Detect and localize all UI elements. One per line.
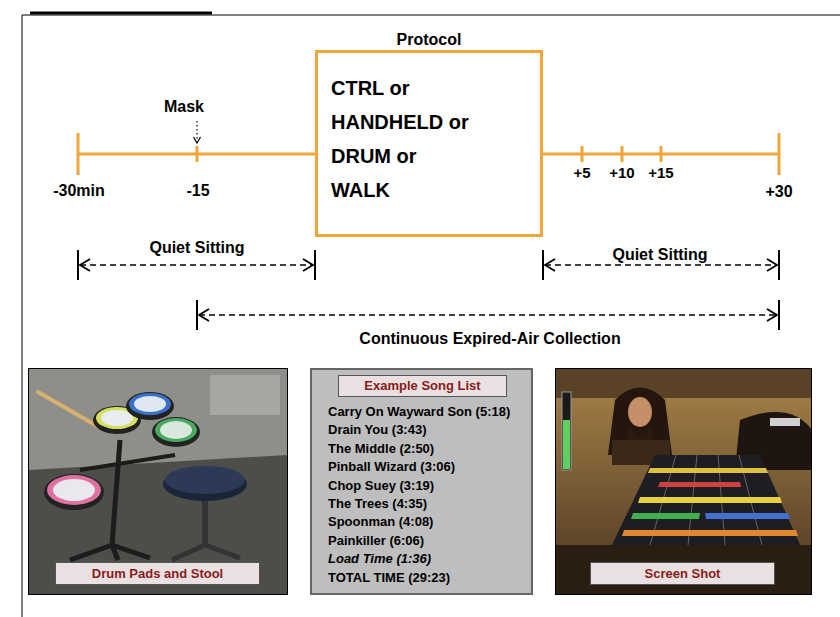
caption-box: Screen Shot bbox=[590, 562, 775, 585]
time-label: -15 bbox=[186, 182, 209, 200]
screen-top bbox=[556, 369, 811, 398]
time-label: -30min bbox=[53, 182, 105, 200]
protocol-option: HANDHELD or bbox=[331, 110, 469, 134]
photo-frame bbox=[556, 369, 812, 595]
frame-line bbox=[22, 15, 840, 16]
drum-pad-face bbox=[53, 479, 95, 501]
stool-seat bbox=[163, 467, 247, 501]
drum-pad bbox=[152, 417, 200, 447]
song-entry: Spoonman (4:08) bbox=[328, 514, 433, 530]
song-entry: Chop Suey (3:19) bbox=[328, 478, 434, 494]
mask-pointer bbox=[196, 121, 197, 141]
note-bar bbox=[638, 497, 782, 503]
drummer-beard bbox=[628, 425, 652, 440]
timeline-tick bbox=[621, 146, 624, 162]
drum-pad-rim bbox=[47, 475, 101, 505]
drum-pad bbox=[44, 474, 104, 510]
drum-pad bbox=[126, 392, 174, 420]
drum-pad-rim bbox=[129, 393, 171, 415]
caption-text: Screen Shot bbox=[645, 566, 721, 582]
caption-box: Drum Pads and Stool bbox=[55, 562, 260, 585]
span-arrowhead bbox=[767, 259, 777, 271]
span-arrowhead bbox=[303, 259, 313, 271]
shirt-text bbox=[770, 418, 800, 426]
stool-leg bbox=[172, 545, 205, 560]
screen-background bbox=[556, 369, 811, 594]
note-bar bbox=[631, 513, 700, 519]
caption-text: Example Song List bbox=[364, 378, 480, 394]
mask-arrowhead bbox=[194, 137, 201, 143]
span-arrow bbox=[80, 264, 313, 266]
time-label: +30 bbox=[765, 183, 792, 201]
event-label: Mask bbox=[164, 98, 204, 116]
protocol-option: CTRL or bbox=[331, 76, 410, 100]
protocol-box: ProtocolCTRL orHANDHELD orDRUM orWALK bbox=[315, 50, 543, 237]
song-entry: Load Time (1:36) bbox=[328, 551, 431, 567]
drum-stand bbox=[80, 455, 175, 470]
drum-stand bbox=[112, 440, 120, 545]
song-entry: Drain You (3:43) bbox=[328, 422, 426, 438]
timeline-tick bbox=[196, 146, 199, 162]
song-entry: The Trees (4:35) bbox=[328, 496, 427, 512]
drum-stand bbox=[70, 545, 112, 560]
photo-frame bbox=[29, 369, 288, 595]
song-entry: The Middle (2:50) bbox=[328, 441, 434, 457]
drum-pad-face bbox=[134, 396, 166, 412]
timeline-tick bbox=[77, 133, 80, 175]
drummer-face bbox=[628, 397, 652, 427]
screen-bottom bbox=[556, 545, 811, 594]
note-highway bbox=[612, 455, 800, 545]
song-entry: Pinball Wizard (3:06) bbox=[328, 459, 455, 475]
timeline-tick bbox=[660, 146, 663, 162]
drum-stand bbox=[112, 545, 118, 560]
photo-furniture bbox=[210, 375, 280, 415]
time-label: +15 bbox=[648, 164, 673, 182]
span-arrow bbox=[545, 264, 777, 266]
song-list-panel: Carry On Wayward Son (5:18) Drain You (3:… bbox=[310, 368, 533, 595]
drum-pad-face bbox=[160, 421, 192, 439]
frame-line bbox=[22, 15, 23, 617]
header-rule bbox=[30, 12, 212, 15]
protocol-option: WALK bbox=[331, 178, 390, 202]
phase-label: Continuous Expired-Air Collection bbox=[359, 330, 620, 348]
note-bar bbox=[705, 513, 790, 519]
drum-photo bbox=[29, 369, 287, 594]
drum-pad-face bbox=[101, 410, 133, 426]
drumstick bbox=[38, 392, 104, 430]
protocol-option: DRUM or bbox=[331, 144, 417, 168]
meter bbox=[562, 392, 571, 470]
time-label: +10 bbox=[609, 164, 634, 182]
note-bar bbox=[648, 468, 768, 473]
song-entry: TOTAL TIME (29:23) bbox=[328, 570, 450, 586]
span-arrowhead bbox=[767, 309, 777, 321]
phase-label: Quiet Sitting bbox=[612, 246, 707, 264]
phase-label: Quiet Sitting bbox=[149, 239, 244, 257]
song-entry: Painkiller (6:06) bbox=[328, 533, 424, 549]
span-arrowhead bbox=[199, 309, 209, 321]
meter-fill bbox=[563, 420, 570, 469]
time-label: +5 bbox=[573, 164, 590, 182]
photo-floor bbox=[29, 455, 287, 594]
protocol-heading: Protocol bbox=[397, 31, 462, 49]
game-screenshot bbox=[556, 369, 811, 594]
photo-wall bbox=[29, 369, 287, 594]
span-arrow bbox=[199, 314, 777, 316]
stool-leg bbox=[205, 545, 240, 558]
list-header-box: Example Song List bbox=[338, 375, 507, 397]
note-bar bbox=[622, 530, 798, 536]
span-arrowhead bbox=[80, 259, 90, 271]
song-entry: Carry On Wayward Son (5:18) bbox=[328, 404, 510, 420]
span-arrowhead bbox=[545, 259, 555, 271]
timeline-tick bbox=[581, 146, 584, 162]
stool-seat-top bbox=[165, 466, 245, 494]
caption-text: Drum Pads and Stool bbox=[92, 566, 223, 582]
drum-pad-rim bbox=[155, 418, 197, 442]
timeline-tick bbox=[778, 133, 781, 175]
note-bar bbox=[658, 482, 741, 487]
